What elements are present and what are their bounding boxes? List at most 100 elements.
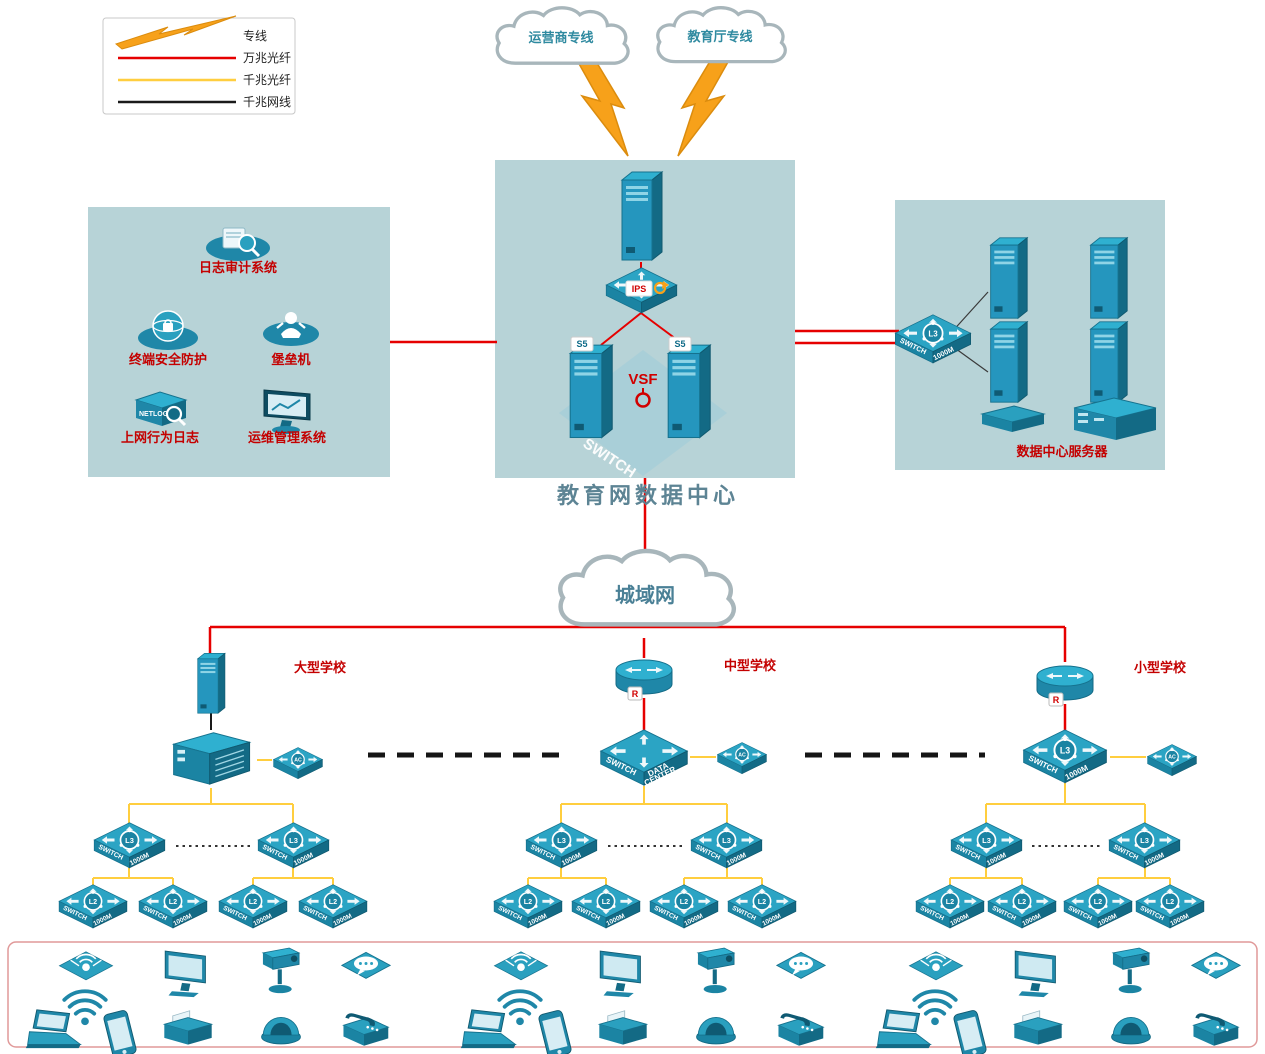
ops-management[interactable] [263,389,311,434]
netlog-badge: NETLOG [139,411,169,418]
server-icon [990,321,1028,403]
desktop-icon[interactable] [1014,950,1056,998]
l3-badge-label: L3 [1140,836,1149,845]
l2-access-switch[interactable]: L2 SWITCH 1000M [727,884,797,929]
dome-camera-icon[interactable] [1111,1016,1151,1045]
wlan-ap-icon[interactable] [493,950,549,981]
l3-aggregation-switch[interactable]: L3 SWITCH 1000M [950,822,1023,869]
l3-badge-label: L3 [1060,746,1070,756]
wlan-ap-icon[interactable] [908,950,964,981]
rack-server[interactable] [990,237,1028,319]
bastion-host[interactable] [263,312,319,346]
printer-icon[interactable] [598,1010,648,1046]
terminal-devices-zone [7,941,1258,1048]
server-icon [990,237,1028,319]
wlan-ap-icon[interactable] [58,950,114,981]
school-label-large: 大型学校 [294,660,347,675]
man-cloud[interactable]: 城域网 [560,551,734,624]
wireless-ac[interactable]: AC [273,747,323,779]
ip-phone-icon[interactable] [342,1012,389,1047]
core-server-1[interactable] [569,344,613,439]
l2-badge-label: L2 [602,897,610,906]
l2-access-switch[interactable]: L2 SWITCH 1000M [915,884,985,929]
l2-access-switch[interactable]: L2 SWITCH 1000M [571,884,641,929]
l2-access-switch[interactable]: L2 SWITCH 1000M [493,884,563,929]
server-icon [667,344,711,439]
laptop-icon[interactable] [460,1009,516,1049]
l3-aggregation-switch[interactable]: L3 SWITCH 1000M [1108,822,1181,869]
laptop-icon[interactable] [875,1009,931,1049]
rack-server[interactable] [990,321,1028,403]
cloud-edu[interactable]: 教育厅专线 [656,5,787,64]
ptz-camera-icon[interactable] [262,947,300,994]
legend-box [102,17,296,115]
l3-aggregation-switch[interactable]: L3 SWITCH 1000M [257,822,330,869]
gateway-server[interactable] [197,653,226,714]
printer-icon[interactable] [1013,1010,1063,1046]
l2-access-switch[interactable]: L2 SWITCH 1000M [987,884,1057,929]
server-icon [1090,237,1128,319]
desktop-icon[interactable] [599,950,641,998]
wireless-ac[interactable]: AC [1147,744,1197,776]
l2-badge-label: L2 [249,897,257,906]
desktop-icon[interactable] [164,950,206,998]
ips-label: IPS [632,284,647,294]
l2-access-switch[interactable]: L2 SWITCH 1000M [218,884,288,929]
printer-icon[interactable] [163,1010,213,1046]
wifi-signal-icon[interactable] [912,989,958,1026]
rack-server[interactable] [1090,321,1128,403]
core-switch-datacenter[interactable]: SWITCH DATA CENTER [600,729,688,788]
ptz-camera-icon[interactable] [697,947,735,994]
l2-access-switch[interactable]: L2 SWITCH 1000M [1063,884,1133,929]
cloud-carrier-label: 运营商专线 [528,30,593,45]
l3-aggregation-switch[interactable]: L3 SWITCH 1000M [525,822,598,869]
l2-access-switch[interactable]: L2 SWITCH 1000M [298,884,368,929]
router[interactable] [1036,665,1094,701]
wifi-signal-icon[interactable] [497,989,543,1026]
school-small: R 小型学校 L3 SWITCH 1000M AC L3 SWITCH 1000… [915,660,1205,929]
wifi-signal-icon[interactable] [62,989,108,1026]
log-audit-system[interactable] [206,227,270,261]
dedicated-line-bolt-carrier [577,58,629,157]
router[interactable] [615,659,673,695]
server-badge-1-label: S5 [576,339,587,349]
laptop-icon[interactable] [25,1009,81,1049]
terminal-security[interactable] [138,310,198,350]
voice-chat-icon[interactable] [1191,951,1241,979]
l3-badge-label: L3 [928,329,938,338]
rack-chassis[interactable] [1073,397,1157,440]
netlog-system[interactable]: NETLOG [134,391,188,427]
log-audit-label: 日志审计系统 [199,260,277,275]
ptz-camera-icon[interactable] [1112,947,1150,994]
voice-chat-icon[interactable] [776,951,826,979]
school-label-small: 小型学校 [1134,660,1187,675]
l2-access-switch[interactable]: L2 SWITCH 1000M [138,884,208,929]
ips-switch[interactable]: IPS [605,267,678,314]
core-chassis-switch[interactable] [172,732,251,785]
router-badge [1048,692,1064,707]
core-switch[interactable]: L3 SWITCH 1000M [1023,729,1107,784]
wireless-ac[interactable]: AC [717,742,767,774]
ip-phone-icon[interactable] [1192,1012,1239,1047]
dome-camera-icon[interactable] [261,1016,301,1045]
ip-phone-icon[interactable] [777,1012,824,1047]
l2-access-switch[interactable]: L2 SWITCH 1000M [58,884,128,929]
core-server-2[interactable] [667,344,711,439]
server-zone-items: L3 SWITCH 1000M 数据中心服务器 [895,237,1157,459]
l3-aggregation-switch[interactable]: L3 SWITCH 1000M [690,822,763,869]
l3-aggregation-switch[interactable]: L3 SWITCH 1000M [93,822,166,869]
router-badge-label: R [1053,695,1060,705]
dome-camera-icon[interactable] [696,1016,736,1045]
l2-access-switch[interactable]: L2 SWITCH 1000M [1135,884,1205,929]
yellow-1g-links [92,756,1171,889]
rack-server[interactable] [1090,237,1128,319]
firewall-device[interactable] [621,171,663,261]
l2-access-switch[interactable]: L2 SWITCH 1000M [649,884,719,929]
server-badge-1 [570,336,594,352]
legend-lightning-icon [114,15,237,50]
voice-chat-icon[interactable] [341,951,391,979]
cloud-carrier[interactable]: 运营商专线 [495,5,630,65]
l3-badge-label: L3 [557,836,566,845]
storage-array[interactable] [980,405,1046,432]
